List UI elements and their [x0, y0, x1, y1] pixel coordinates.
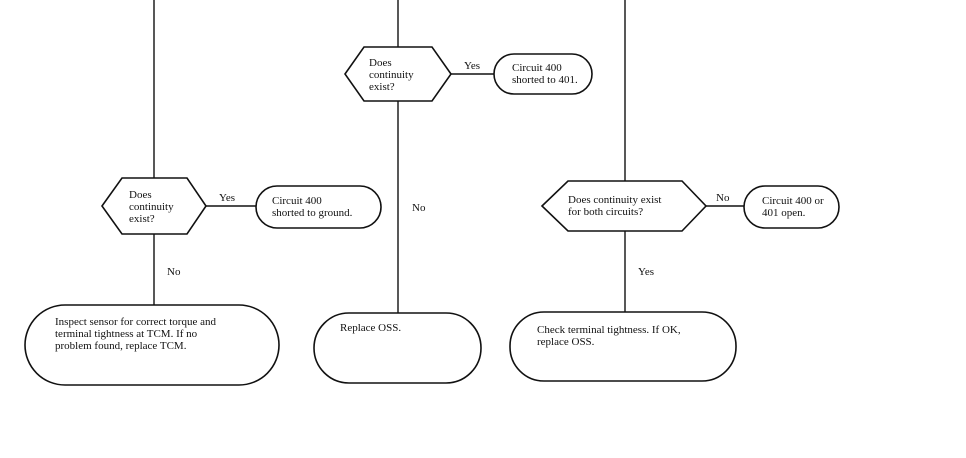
- yes-label-middle: Yes: [464, 60, 480, 72]
- action-replace-oss: Replace OSS.: [313, 312, 482, 384]
- action-check-terminal: Check terminal tightness. If OK, replace…: [509, 311, 737, 382]
- decision-text: Does continuity exist?: [129, 189, 176, 225]
- svg-text:Circuit 400 or 401 open.: Circuit 400 or 401 open.: [762, 195, 826, 219]
- no-label-right: No: [716, 192, 730, 204]
- decision-continuity-both: Does continuity exist for both circuits?: [540, 180, 708, 232]
- yes-label-left: Yes: [219, 192, 235, 204]
- decision-text: Does continuity exist for both circuits?: [568, 194, 664, 218]
- outcome-shorted-ground: Circuit 400 shorted to ground.: [255, 185, 382, 229]
- no-label-left: No: [167, 266, 181, 278]
- svg-text:Circuit 400 shorted to g: Circuit 400 shorted to ground.: [272, 195, 353, 219]
- svg-text:Check terminal tightness. If O: Check terminal tightness. If OK, replace…: [537, 324, 683, 348]
- outcome-shorted-401: Circuit 400 shorted to 401.: [493, 53, 593, 95]
- action-inspect-sensor: Inspect sensor for correct torque and te…: [24, 304, 280, 386]
- outcome-open-circuit: Circuit 400 or 401 open.: [743, 185, 840, 229]
- decision-continuity-middle: Does continuity exist?: [344, 46, 452, 102]
- decision-continuity-left: Does continuity exist?: [101, 177, 207, 235]
- yes-label-right: Yes: [638, 266, 654, 278]
- no-label-middle: No: [412, 202, 426, 214]
- svg-text:Inspect sensor for correct tor: Inspect sensor for correct torque and te…: [55, 316, 219, 352]
- svg-text:Circuit 400 shorted to 4: Circuit 400 shorted to 401.: [512, 62, 578, 86]
- svg-text:Replace OSS.: Replace OSS.: [340, 322, 401, 334]
- decision-text: Does continuity exist?: [369, 57, 416, 93]
